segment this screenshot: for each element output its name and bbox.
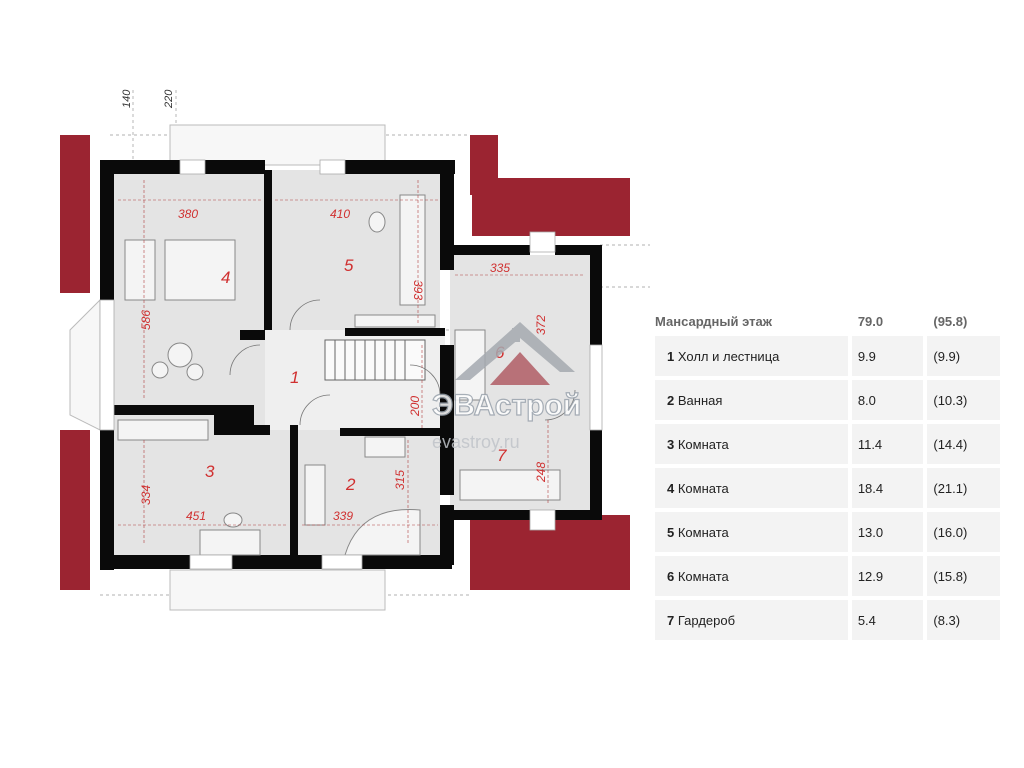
room-area: 9.9: [847, 336, 924, 376]
floor-plan: 140 220 140 220: [60, 89, 650, 611]
walls: [100, 160, 602, 570]
room-name: Холл и лестница: [677, 348, 780, 364]
room-area: 5.4: [847, 600, 924, 640]
house-logo-icon: [455, 322, 575, 385]
door-swings: [229, 299, 576, 426]
room-num: 1: [667, 348, 675, 364]
room-area: 18.4: [847, 468, 924, 508]
dim-315: 315: [393, 470, 407, 490]
room-number-1: 1: [290, 368, 299, 387]
room-name: Комната: [677, 436, 729, 452]
room-num: 2: [667, 392, 675, 408]
room-num: 3: [667, 436, 675, 452]
table-row: 3 Комната 11.4 (14.4): [655, 424, 1000, 464]
room-total: (14.4): [923, 424, 1000, 464]
watermark-title: ЭВАстрой: [432, 389, 581, 422]
room-area: 8.0: [847, 380, 924, 420]
floor-total: (95.8): [923, 310, 1000, 332]
dim-410: 410: [330, 207, 350, 221]
room-name: Комната: [677, 524, 729, 540]
room-area: 12.9: [847, 556, 924, 596]
dim-393: 393: [411, 280, 425, 300]
table-row: 2 Ванная 8.0 (10.3): [655, 380, 1000, 420]
top-dim-140: 140: [121, 89, 133, 108]
room-number-3: 3: [205, 462, 215, 481]
dim-lines: [118, 180, 585, 545]
room-num: 6: [667, 568, 675, 584]
furniture: [117, 194, 561, 556]
room-area: 11.4: [847, 424, 924, 464]
room-name: Комната: [677, 568, 729, 584]
dim-372: 372: [534, 315, 548, 335]
room-number-5: 5: [344, 256, 354, 275]
table-row: 5 Комната 13.0 (16.0): [655, 512, 1000, 552]
room-area: 13.0: [847, 512, 924, 552]
room-name: Гардероб: [677, 612, 736, 628]
area-table: Мансардный этаж 79.0 (95.8) 1 Холл и лес…: [655, 306, 1000, 644]
floor-label: Мансардный этаж: [655, 313, 772, 329]
room-total: (8.3): [923, 600, 1000, 640]
dim-380: 380: [178, 207, 198, 221]
dim-334: 334: [139, 485, 153, 505]
room-number-2: 2: [345, 475, 356, 494]
terraces: [69, 124, 386, 611]
watermark-url: evastroy.ru: [432, 432, 520, 452]
room-total: (15.8): [923, 556, 1000, 596]
room-total: (10.3): [923, 380, 1000, 420]
room-total: (9.9): [923, 336, 1000, 376]
dim-451: 451: [186, 509, 206, 523]
windows: [99, 159, 603, 570]
room-name: Комната: [677, 480, 729, 496]
dim-248: 248: [534, 462, 548, 483]
table-row: 4 Комната 18.4 (21.1): [655, 468, 1000, 508]
room-num: 4: [667, 480, 675, 496]
room-number-7: 7: [497, 446, 507, 465]
dim-586: 586: [139, 310, 153, 330]
top-dim-220: 220: [163, 89, 175, 109]
dim-200: 200: [408, 396, 422, 417]
watermark: ЭВАстрой evastroy.ru: [431, 322, 582, 452]
room-num: 7: [667, 612, 675, 628]
table-row: 1 Холл и лестница 9.9 (9.9): [655, 336, 1000, 376]
bed: [164, 239, 236, 301]
staircase: [324, 339, 426, 381]
table-row: 7 Гардероб 5.4 (8.3): [655, 600, 1000, 640]
table-row: 6 Комната 12.9 (15.8): [655, 556, 1000, 596]
floor-area: 79.0: [847, 310, 924, 332]
room-num: 5: [667, 524, 675, 540]
dim-335: 335: [490, 261, 510, 275]
room-name: Ванная: [677, 392, 723, 408]
area-table-header: Мансардный этаж 79.0 (95.8): [655, 310, 1000, 332]
room-number-4: 4: [221, 268, 230, 287]
dim-339: 339: [333, 509, 353, 523]
room-total: (16.0): [923, 512, 1000, 552]
room-total: (21.1): [923, 468, 1000, 508]
